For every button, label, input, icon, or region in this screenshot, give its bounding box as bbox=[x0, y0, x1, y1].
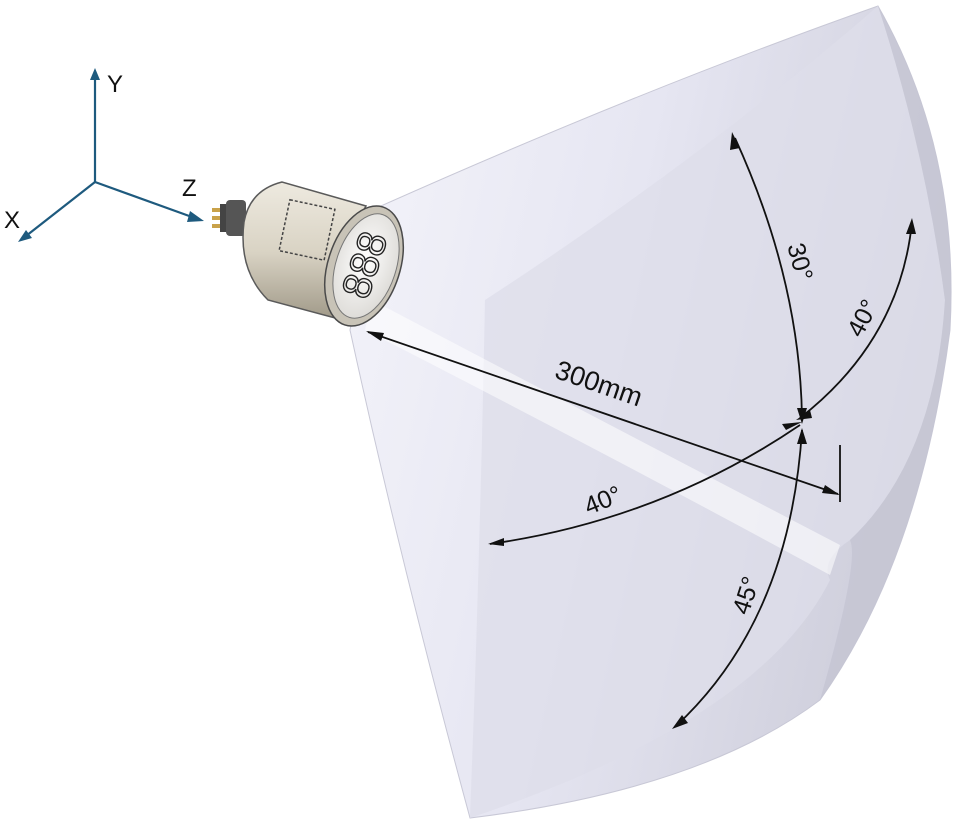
sensor: 888 bbox=[212, 181, 404, 327]
distance-arrow-start-icon bbox=[366, 331, 384, 341]
distance-arrow-end-icon bbox=[822, 485, 840, 495]
distance-dim-line bbox=[367, 331, 839, 495]
angle-top-arc bbox=[734, 137, 803, 419]
sensor-label-plate bbox=[278, 198, 336, 262]
angle-left-arc bbox=[489, 424, 801, 545]
y-axis-arrow-icon bbox=[90, 68, 100, 80]
x-axis-arrow-icon bbox=[18, 230, 32, 242]
angle-top-arrow-start-icon bbox=[730, 132, 740, 150]
z-axis-arrow-icon bbox=[187, 211, 204, 222]
angle-bottom-arc bbox=[675, 429, 803, 727]
z-axis-line bbox=[94, 180, 193, 219]
angle-left-arrow-start-icon bbox=[488, 538, 504, 546]
angle-left-arrow-end-icon bbox=[782, 422, 802, 430]
detection-cone bbox=[349, 5, 952, 819]
angle-right-arrow-start-icon bbox=[906, 218, 916, 234]
coordinate-axes: Y X Z bbox=[4, 68, 204, 242]
angle-right-arc bbox=[799, 221, 913, 419]
z-axis-label: Z bbox=[182, 175, 197, 202]
connector-pins-icon bbox=[212, 200, 246, 236]
x-axis-line bbox=[25, 181, 96, 237]
y-axis-label: Y bbox=[107, 71, 123, 98]
cone-inner-face bbox=[470, 6, 945, 818]
angle-right-arrow-end-icon bbox=[796, 410, 812, 420]
angle-bottom-arrow-end-icon bbox=[672, 715, 688, 729]
cone-highlight-band bbox=[365, 300, 840, 575]
sensor-face bbox=[332, 213, 400, 319]
angle-bottom-arrow-start-icon bbox=[797, 428, 807, 444]
cone-right-shade bbox=[820, 6, 952, 700]
x-axis-label: X bbox=[4, 207, 20, 234]
